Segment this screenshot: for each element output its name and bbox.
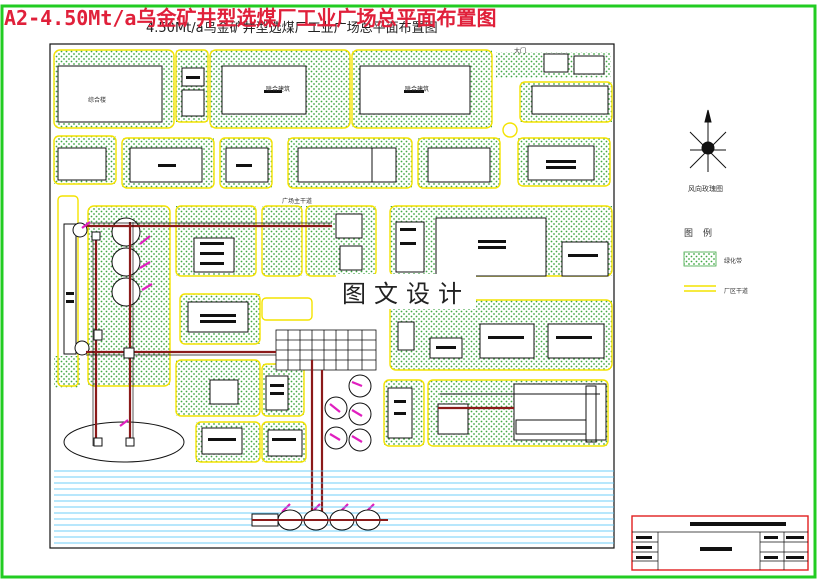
legend-item-road: 厂区干道 [724,288,749,295]
river [54,466,614,544]
label-building-3: 联合建筑 [266,86,291,93]
label-building-1: 综合楼 [88,97,107,104]
drawing-title-red: A2-4.50Mt/a乌金矿井型选煤厂工业广场总平面布置图 [4,6,497,30]
drawing-title: 4.50Mt/a乌金矿井型选煤厂工业广场总平面布置图 [146,21,438,36]
title-block-marks [636,522,804,559]
road-edges [53,49,613,463]
sheet-border [0,4,817,579]
workshop-grid [275,329,377,371]
site-boundary [49,43,615,549]
legend-title: 图例 [684,229,723,239]
compass-rose [689,109,727,172]
watermark-text: 图文设计 [336,274,476,309]
title-block-grid [632,531,808,570]
compass-label: 风向玫瑰图 [688,185,723,193]
label-road: 广场主干道 [282,198,313,205]
legend-item-green: 绿化带 [724,258,743,265]
label-gate: 大门 [514,48,527,55]
transfer-points [91,231,135,447]
building-marks [66,76,598,441]
rail-yard [440,385,600,443]
label-building-4: 联合建筑 [405,86,430,93]
conveyor-outlines [86,222,332,446]
legend-swatch-green [683,251,717,267]
